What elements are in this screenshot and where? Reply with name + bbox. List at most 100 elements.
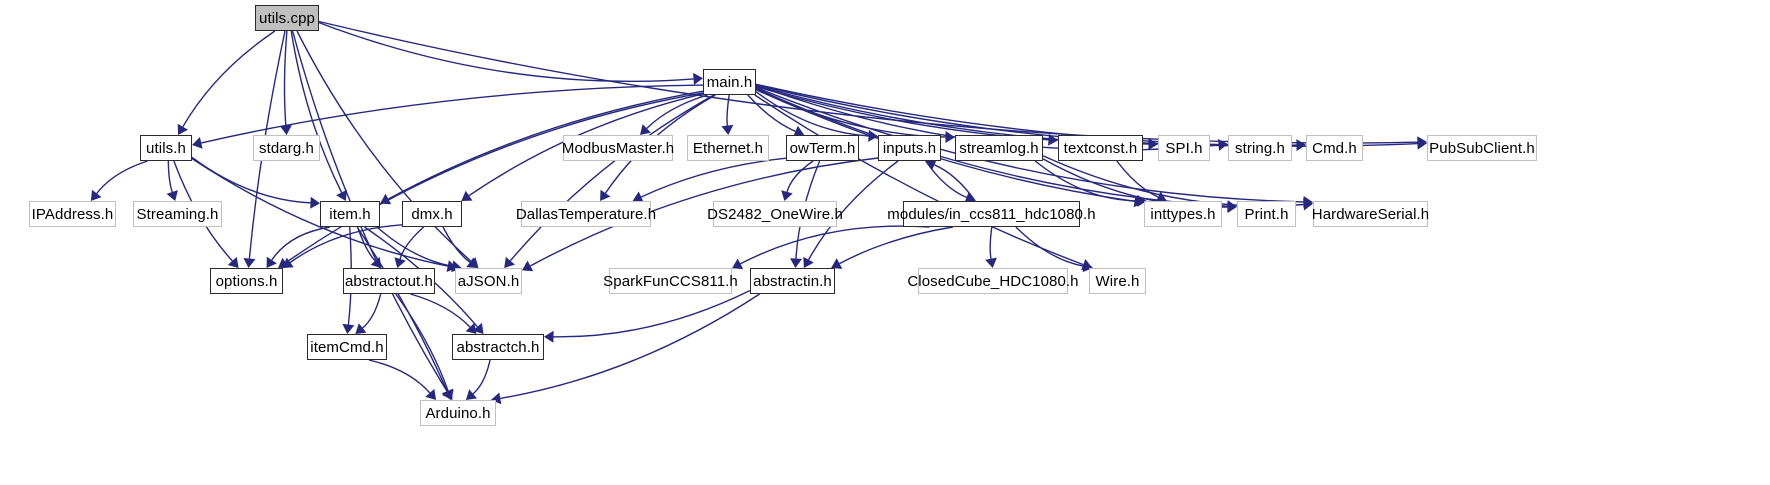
graph-edge <box>388 90 704 200</box>
graph-node-hdc1080-h[interactable]: ClosedCube_HDC1080.h <box>907 268 1079 294</box>
graph-node-streamlog-h[interactable]: streamlog.h <box>955 135 1043 161</box>
graph-edge-arrowhead <box>342 323 355 334</box>
graph-node-label: string.h <box>1235 139 1285 157</box>
graph-edge <box>472 359 491 395</box>
graph-edge <box>296 30 472 263</box>
graph-node-abstractout-h[interactable]: abstractout.h <box>343 268 435 294</box>
graph-edge-arrowhead <box>945 131 955 143</box>
graph-edge-arrowhead <box>490 392 502 405</box>
graph-edge-arrowhead <box>985 257 997 268</box>
graph-edge <box>747 94 796 132</box>
graph-node-ethernet-h[interactable]: Ethernet.h <box>687 135 769 161</box>
graph-node-pubsub-h[interactable]: PubSubClient.h <box>1427 135 1537 161</box>
graph-node-inputs-h[interactable]: inputs.h <box>878 135 941 161</box>
graph-node-label: utils.h <box>146 139 186 157</box>
graph-edge-arrowhead <box>803 256 814 268</box>
graph-edge-arrowhead <box>282 257 294 268</box>
graph-node-cmd-h[interactable]: Cmd.h <box>1306 135 1363 161</box>
graph-edge-arrowhead <box>266 256 277 268</box>
graph-node-label: Print.h <box>1244 205 1289 223</box>
graph-edge <box>934 164 976 202</box>
graph-edge-arrowhead <box>544 330 554 343</box>
graph-edge <box>376 226 453 267</box>
graph-edge-arrowhead <box>466 257 478 268</box>
graph-edge-arrowhead <box>243 258 256 268</box>
graph-node-abstractin-h[interactable]: abstractin.h <box>750 268 835 294</box>
graph-node-utils-cpp[interactable]: utils.cpp <box>255 5 319 31</box>
graph-edge <box>318 21 694 83</box>
graph-node-string-h[interactable]: string.h <box>1228 135 1292 161</box>
graph-edge-arrowhead <box>380 193 392 205</box>
graph-node-hwserial-h[interactable]: HardwareSerial.h <box>1312 201 1429 227</box>
graph-edge <box>283 30 288 126</box>
graph-edge <box>786 160 814 193</box>
graph-edge <box>755 91 869 137</box>
graph-node-item-h[interactable]: item.h <box>320 201 380 227</box>
graph-node-label: inttypes.h <box>1150 205 1216 223</box>
graph-edge-arrowhead <box>310 196 320 209</box>
graph-edge <box>410 293 471 328</box>
graph-edge-arrowhead <box>442 389 454 400</box>
graph-edge <box>271 226 331 261</box>
graph-node-main-h[interactable]: main.h <box>703 69 756 95</box>
graph-node-sparkfun-h[interactable]: SparkFunCCS811.h <box>603 268 738 294</box>
graph-node-ds2482-h[interactable]: DS2482_OneWire.h <box>707 201 843 227</box>
graph-edge-arrowhead <box>166 190 178 201</box>
graph-edge <box>726 94 730 126</box>
graph-edge <box>182 30 276 128</box>
graph-edge <box>1034 160 1138 202</box>
graph-node-dmx-h[interactable]: dmx.h <box>402 201 462 227</box>
graph-edge <box>201 84 704 144</box>
graph-node-stdarg-h[interactable]: stdarg.h <box>253 135 320 161</box>
graph-edge-arrowhead <box>465 323 477 334</box>
graph-edge-arrowhead <box>632 191 644 203</box>
graph-node-utils-h[interactable]: utils.h <box>140 135 192 161</box>
graph-edge <box>368 359 431 394</box>
graph-node-streaming-h[interactable]: Streaming.h <box>133 201 222 227</box>
graph-node-ajson-h[interactable]: aJSON.h <box>455 268 522 294</box>
graph-edge-arrowhead <box>781 190 793 201</box>
graph-node-label: PubSubClient.h <box>1429 139 1535 157</box>
graph-edge <box>839 226 954 265</box>
graph-node-dallas-h[interactable]: DallasTemperature.h <box>516 201 656 227</box>
graph-edge-arrowhead <box>964 191 976 203</box>
graph-node-print-h[interactable]: Print.h <box>1237 201 1296 227</box>
graph-edge-arrowhead <box>600 189 611 201</box>
graph-node-label: inputs.h <box>882 139 937 157</box>
graph-edge-arrowhead <box>522 260 534 272</box>
graph-node-options-h[interactable]: options.h <box>210 268 283 294</box>
graph-node-arduino-h[interactable]: Arduino.h <box>420 400 496 426</box>
graph-node-abstractch-h[interactable]: abstractch.h <box>452 334 544 360</box>
graph-edge-arrowhead <box>279 125 292 135</box>
graph-node-spi-h[interactable]: SPI.h <box>1158 135 1210 161</box>
graph-node-modbus-h[interactable]: ModbusMaster.h <box>562 135 674 161</box>
graph-node-ccs811-h[interactable]: modules/in_ccs811_hdc1080.h <box>887 201 1096 227</box>
graph-node-wire-h[interactable]: Wire.h <box>1089 268 1146 294</box>
graph-edge-arrowhead <box>868 129 878 142</box>
graph-edge-arrowhead <box>693 72 703 85</box>
graph-edge <box>96 160 148 194</box>
graph-node-inttypes-h[interactable]: inttypes.h <box>1144 201 1222 227</box>
graph-node-label: itemCmd.h <box>310 338 384 356</box>
graph-edge-arrowhead <box>465 389 477 400</box>
graph-node-label: streamlog.h <box>959 139 1039 157</box>
graph-node-label: abstractout.h <box>344 272 434 290</box>
graph-node-label: aJSON.h <box>457 272 520 290</box>
graph-node-label: DS2482_OneWire.h <box>707 205 843 223</box>
graph-node-itemcmd-h[interactable]: itemCmd.h <box>307 334 387 360</box>
graph-edge <box>807 160 899 261</box>
graph-node-owterm-h[interactable]: owTerm.h <box>786 135 859 161</box>
graph-edge-arrowhead <box>336 189 347 201</box>
graph-node-label: abstractin.h <box>753 272 832 290</box>
graph-edge <box>755 89 1135 202</box>
graph-node-ipaddress-h[interactable]: IPAddress.h <box>29 201 116 227</box>
graph-node-label: IPAddress.h <box>31 205 114 223</box>
graph-node-label: item.h <box>329 205 371 223</box>
graph-node-textconst-h[interactable]: textconst.h <box>1058 135 1143 161</box>
graph-edge <box>1015 226 1084 267</box>
graph-edge-arrowhead <box>192 137 203 149</box>
graph-edge-arrowhead <box>1296 139 1306 152</box>
graph-node-label: stdarg.h <box>259 139 314 157</box>
graph-edge-arrowhead <box>1155 191 1167 203</box>
graph-edge <box>362 293 382 329</box>
